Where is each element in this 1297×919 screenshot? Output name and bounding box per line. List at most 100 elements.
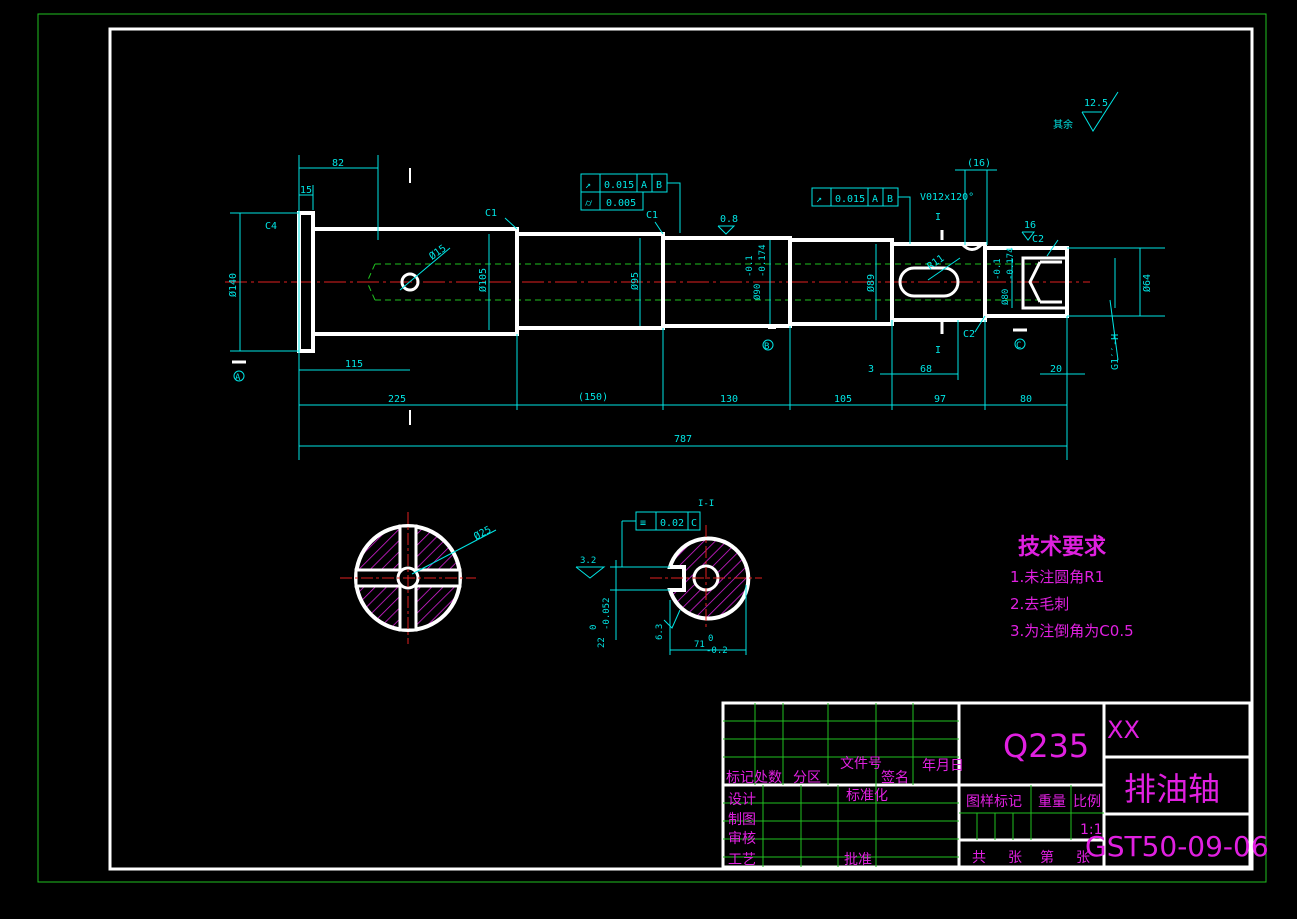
svg-text:15: 15 xyxy=(300,185,312,196)
svg-text:0.015: 0.015 xyxy=(604,180,634,191)
svg-text:A: A xyxy=(641,180,647,191)
key-slot xyxy=(898,266,960,298)
tech-item-3: 3.为注倒角为C0.5 xyxy=(1010,622,1134,640)
shaft-outline xyxy=(297,211,1069,353)
svg-text:文件号: 文件号 xyxy=(840,756,882,772)
roughness-symbol: 12.5 其余 xyxy=(1053,91,1119,132)
svg-text:-0.1: -0.1 xyxy=(745,255,755,277)
svg-text:3: 3 xyxy=(868,364,874,375)
svg-text:(16): (16) xyxy=(967,158,991,169)
tech-item-2: 2.去毛刺 xyxy=(1010,595,1069,613)
svg-text:A: A xyxy=(235,373,241,383)
svg-text:⌭: ⌭ xyxy=(585,198,593,209)
svg-text:张: 张 xyxy=(1008,850,1022,866)
svg-text:分区: 分区 xyxy=(793,770,821,786)
svg-text:20: 20 xyxy=(1050,364,1062,375)
svg-text:G1′′-H: G1′′-H xyxy=(1110,334,1121,370)
svg-text:68: 68 xyxy=(920,364,932,375)
svg-text:B: B xyxy=(887,194,893,205)
hidden-bore xyxy=(366,263,1040,301)
gdt-frame-2: ↗ 0.015 A B xyxy=(811,187,911,244)
svg-text:225: 225 xyxy=(388,394,406,405)
tech-title: 技术要求 xyxy=(1018,535,1106,560)
outer-frame xyxy=(37,13,1267,883)
svg-text:-0.052: -0.052 xyxy=(602,597,612,630)
svg-text:Ø80: Ø80 xyxy=(1000,289,1011,305)
svg-text:≡: ≡ xyxy=(640,518,646,529)
svg-text:制图: 制图 xyxy=(728,812,756,828)
svg-text:-0.1: -0.1 xyxy=(993,258,1003,280)
surface-mark-16 xyxy=(1021,231,1035,241)
company: XX xyxy=(1107,716,1140,744)
section-marks xyxy=(409,168,776,425)
svg-text:张: 张 xyxy=(1076,850,1090,866)
svg-text:批准: 批准 xyxy=(844,852,872,868)
svg-text:年月日: 年月日 xyxy=(922,758,964,774)
svg-text:(150): (150) xyxy=(578,392,608,403)
svg-text:0.8: 0.8 xyxy=(720,214,738,225)
svg-text:C2: C2 xyxy=(1032,234,1044,245)
svg-text:处数: 处数 xyxy=(754,770,782,786)
svg-text:130: 130 xyxy=(720,394,738,405)
svg-text:图样标记: 图样标记 xyxy=(966,794,1022,810)
gdt-frame-1: ↗ 0.015 A B ⌭ 0.005 xyxy=(580,173,681,233)
svg-text:I-I: I-I xyxy=(698,499,714,509)
svg-text:82: 82 xyxy=(332,158,344,169)
svg-text:共: 共 xyxy=(972,850,986,866)
svg-text:Ø15: Ø15 xyxy=(427,242,449,262)
svg-text:I: I xyxy=(935,345,941,356)
svg-text:重量: 重量 xyxy=(1038,794,1066,810)
svg-text:Ø64: Ø64 xyxy=(1141,274,1153,292)
svg-text:C2: C2 xyxy=(963,329,975,340)
svg-text:115: 115 xyxy=(345,359,363,370)
svg-text:C1: C1 xyxy=(485,208,497,219)
end-thread xyxy=(1021,256,1069,310)
tech-requirements: 技术要求 1.未注圆角R1 2.去毛刺 3.为注倒角为C0.5 xyxy=(1010,535,1134,640)
svg-text:16: 16 xyxy=(1024,220,1036,231)
svg-text:比例: 比例 xyxy=(1073,794,1101,810)
svg-text:C: C xyxy=(1016,341,1021,351)
svg-text:A: A xyxy=(872,194,878,205)
svg-text:0.02: 0.02 xyxy=(660,518,684,529)
svg-text:设计: 设计 xyxy=(728,792,756,808)
cross-hole xyxy=(400,272,420,292)
svg-text:审核: 审核 xyxy=(728,831,756,847)
svg-text:签名: 签名 xyxy=(881,769,909,786)
svg-text:71: 71 xyxy=(694,640,705,650)
dimension-lines xyxy=(230,155,1165,460)
svg-text:Ø95: Ø95 xyxy=(629,272,641,290)
relief-notch xyxy=(960,242,984,251)
svg-text:工艺: 工艺 xyxy=(728,852,756,868)
title-block: Q235 XX 排油轴 GST50-09-06 标记 处数 分区 文件号 签名 … xyxy=(721,701,1269,869)
section-view-left: Ø25 xyxy=(340,512,497,644)
material: Q235 xyxy=(1003,727,1089,765)
svg-text:-0.174: -0.174 xyxy=(1006,247,1016,280)
svg-text:Ø140: Ø140 xyxy=(227,273,239,297)
svg-text:0: 0 xyxy=(589,625,599,630)
svg-text:B: B xyxy=(656,180,662,191)
svg-text:6.3: 6.3 xyxy=(655,624,665,640)
tech-item-1: 1.未注圆角R1 xyxy=(1010,568,1104,586)
inner-frame xyxy=(108,27,1254,871)
svg-text:0: 0 xyxy=(708,634,713,644)
svg-text:1:1: 1:1 xyxy=(1080,822,1103,838)
svg-text:I: I xyxy=(935,212,941,223)
section-view-I-I: I-I ≡ 0.02 C 3.2 6.3 22 0 -0.052 71 0 -0… xyxy=(575,499,762,656)
svg-text:3.2: 3.2 xyxy=(580,556,596,566)
svg-text:105: 105 xyxy=(834,394,852,405)
svg-text:0.005: 0.005 xyxy=(606,198,636,209)
svg-text:C4: C4 xyxy=(265,221,277,232)
svg-text:Ø105: Ø105 xyxy=(477,268,489,292)
part-name: 排油轴 xyxy=(1124,770,1220,808)
svg-text:Ø25: Ø25 xyxy=(472,524,494,543)
roughness-label: 其余 xyxy=(1053,118,1073,131)
surface-mark-08 xyxy=(717,225,736,235)
svg-text:↗: ↗ xyxy=(816,194,822,205)
svg-text:↗: ↗ xyxy=(585,180,591,191)
svg-text:C1: C1 xyxy=(646,210,658,221)
svg-text:标准化: 标准化 xyxy=(846,788,888,804)
svg-text:V012x120°: V012x120° xyxy=(920,192,974,203)
svg-text:80: 80 xyxy=(1020,394,1032,405)
svg-text:-0.174: -0.174 xyxy=(758,244,768,277)
